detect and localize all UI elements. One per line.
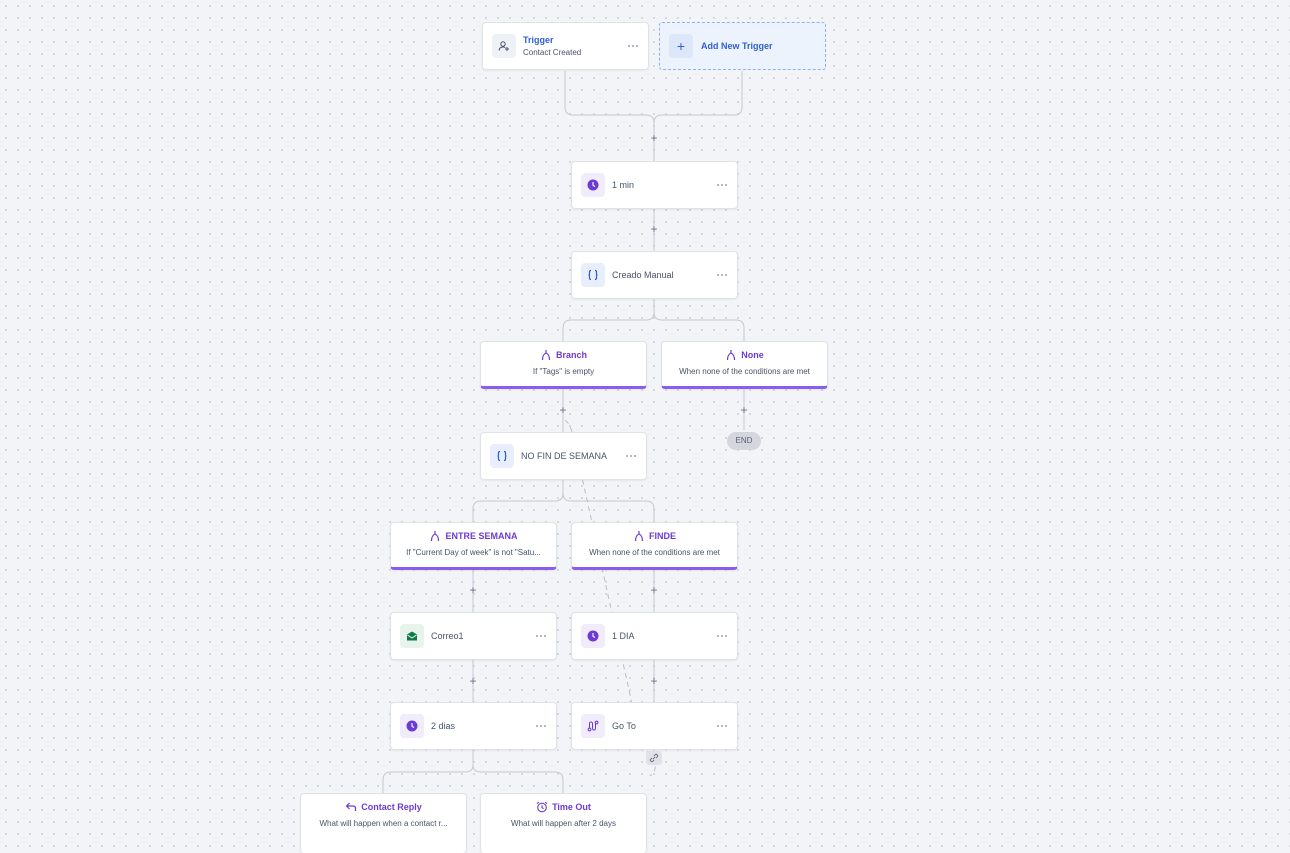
branch-title: Branch [555, 350, 587, 360]
branch-node-time-out[interactable]: Time Out What will happen after 2 days [480, 793, 647, 853]
add-step-button[interactable]: + [650, 583, 658, 597]
step-menu-button[interactable] [713, 629, 731, 643]
if-else-step-creado-manual[interactable]: Creado Manual [571, 251, 738, 299]
step-menu-button[interactable] [622, 449, 640, 463]
branch-condition: What will happen after 2 days [511, 819, 616, 828]
branch-icon [634, 531, 644, 542]
branch-icon [541, 350, 551, 361]
branch-title: FINDE [649, 531, 676, 541]
step-menu-button[interactable] [532, 629, 550, 643]
step-menu-button[interactable] [713, 719, 731, 733]
add-step-button[interactable]: + [559, 403, 567, 417]
add-new-trigger-button[interactable]: + Add New Trigger [659, 22, 826, 70]
branch-title: None [741, 350, 764, 360]
braces-icon [581, 263, 605, 287]
clock-icon [581, 624, 605, 648]
add-step-button[interactable]: + [740, 403, 748, 417]
add-step-button[interactable]: + [650, 222, 658, 236]
email-step-correo1[interactable]: Correo1 [390, 612, 557, 660]
branch-condition: If "Tags" is empty [532, 367, 595, 376]
step-menu-button[interactable] [713, 268, 731, 282]
branch-condition: When none of the conditions are met [679, 367, 810, 376]
trigger-title: Trigger [523, 35, 554, 45]
trigger-node[interactable]: Trigger Contact Created [482, 22, 649, 70]
user-plus-icon [492, 34, 516, 58]
add-step-button[interactable]: + [469, 674, 477, 688]
branch-title: ENTRE SEMANA [445, 531, 518, 541]
goto-step[interactable]: Go To [571, 702, 738, 750]
plus-icon: + [669, 34, 693, 58]
trigger-subtitle: Contact Created [523, 48, 582, 57]
branch-node-none[interactable]: None When none of the conditions are met [661, 341, 828, 389]
wait-step-2-dias[interactable]: 2 dias [390, 702, 557, 750]
wait-step-1-min[interactable]: 1 min [571, 161, 738, 209]
branch-title: Contact Reply [361, 802, 422, 812]
branch-condition: If "Current Day of week" is not "Satu... [406, 548, 541, 557]
step-label: Creado Manual [612, 270, 674, 280]
branch-node-entre-semana[interactable]: ENTRE SEMANA If "Current Day of week" is… [390, 522, 557, 570]
if-else-step-no-fin-de-semana[interactable]: NO FIN DE SEMANA [480, 432, 647, 480]
step-label: 2 dias [431, 721, 456, 731]
clock-icon [400, 714, 424, 738]
end-marker: END [727, 432, 761, 450]
add-new-trigger-label: Add New Trigger [701, 41, 773, 51]
branch-icon [727, 350, 736, 361]
step-label: 1 DIA [612, 631, 635, 641]
branch-node-contact-reply[interactable]: Contact Reply What will happen when a co… [300, 793, 467, 853]
add-step-button[interactable]: + [650, 674, 658, 688]
branch-condition: What will happen when a contact r... [319, 819, 448, 828]
clock-icon [581, 173, 605, 197]
trigger-menu-button[interactable] [624, 39, 642, 53]
route-icon [581, 714, 605, 738]
step-menu-button[interactable] [713, 178, 731, 192]
braces-icon [490, 444, 514, 468]
alarm-clock-icon [536, 801, 548, 813]
reply-icon [345, 802, 357, 811]
step-menu-button[interactable] [532, 719, 550, 733]
step-label: Go To [612, 721, 636, 731]
branch-title: Time Out [552, 802, 591, 812]
branch-icon [431, 531, 440, 542]
step-label: 1 min [612, 180, 635, 190]
link-icon[interactable] [646, 751, 662, 765]
branch-condition: When none of the conditions are met [589, 548, 720, 557]
step-label: Correo1 [431, 631, 464, 641]
add-step-button[interactable]: + [650, 131, 658, 145]
wait-step-1-dia[interactable]: 1 DIA [571, 612, 738, 660]
add-step-button[interactable]: + [469, 583, 477, 597]
branch-node-finde[interactable]: FINDE When none of the conditions are me… [571, 522, 738, 570]
envelope-icon [400, 624, 424, 648]
step-label: NO FIN DE SEMANA [521, 451, 608, 461]
branch-node-branch[interactable]: Branch If "Tags" is empty [480, 341, 647, 389]
